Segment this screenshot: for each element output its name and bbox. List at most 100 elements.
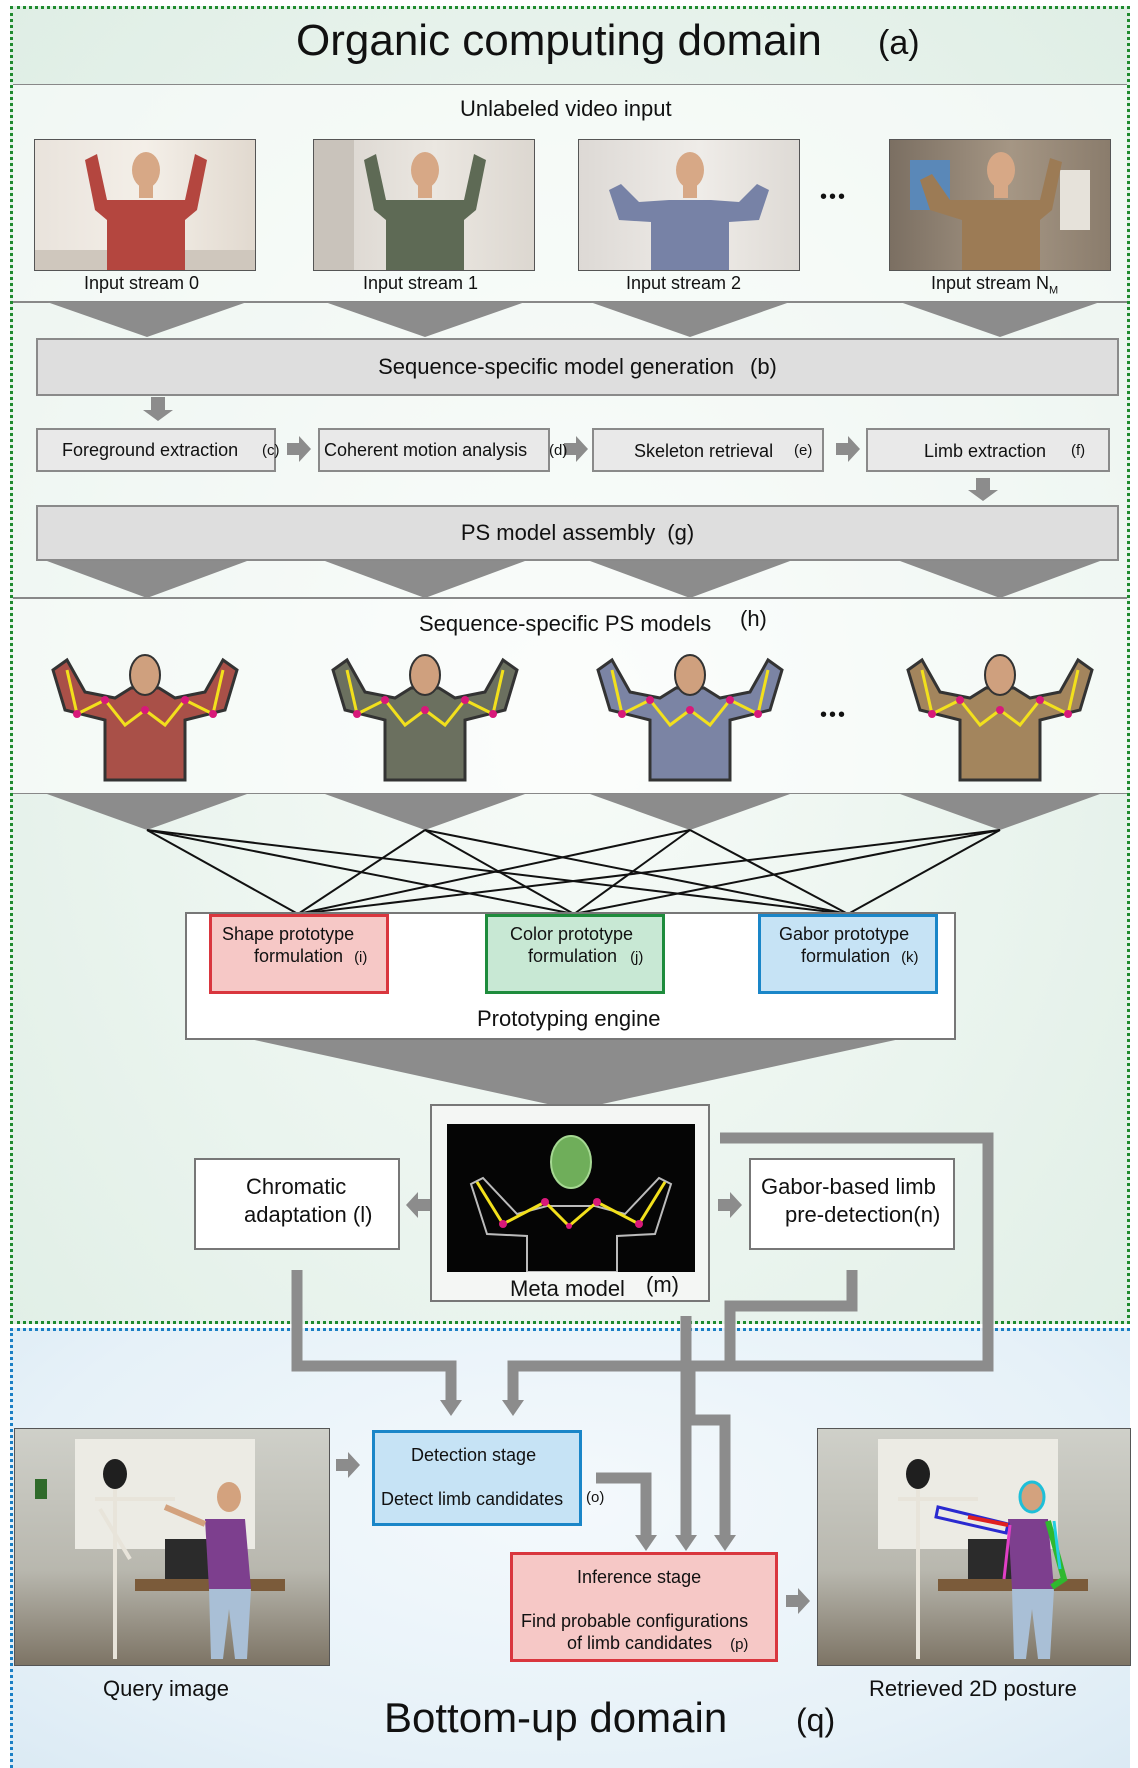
step-coherent-motion: Coherent motion analysis (d) <box>318 428 567 472</box>
gabor-prototype-line2: formulation <box>801 946 891 966</box>
video-input-heading: Unlabeled video input <box>460 96 672 121</box>
meta-model-box: Meta model (m) <box>430 1104 710 1302</box>
chromatic-line1: Chromatic <box>246 1174 347 1199</box>
step-foreground-label: Foreground extraction <box>62 440 239 460</box>
detection-stage-text: Detect limb candidates <box>381 1489 564 1509</box>
inference-stage-title: Inference stage <box>577 1567 702 1587</box>
organic-domain-title: Organic computing domain <box>296 16 822 65</box>
input-stream-1-label: Input stream 1 <box>363 273 479 293</box>
model-generation-box: Sequence-specific model generation (b) <box>36 338 1119 396</box>
shape-prototype-tag: (i) <box>354 949 368 966</box>
step-coherent-tag: (d) <box>549 442 568 459</box>
meta-model-label: Meta model <box>510 1276 625 1301</box>
organic-domain-tag: (a) <box>878 24 920 62</box>
arrowhead-detect-inf <box>635 1535 657 1551</box>
color-prototype-line2: formulation <box>528 946 618 966</box>
ps-model-figures <box>51 653 1094 782</box>
step-foreground-extraction: Foreground extraction (c) <box>36 428 280 472</box>
flow-triangle-assembly-0 <box>47 561 247 598</box>
arrowhead-meta-inf <box>675 1535 697 1551</box>
meta-model-tag: (m) <box>646 1272 679 1297</box>
input-stream-0-label: Input stream 0 <box>84 273 200 293</box>
gabor-prototype-line1: Gabor prototype <box>779 924 910 944</box>
input-stream-2-thumbnail <box>578 139 800 271</box>
arrow-right-e-f <box>836 436 860 462</box>
flow-triangle-ps-n <box>900 794 1100 830</box>
arrow-right-query <box>336 1452 360 1478</box>
arrowhead-chromatic <box>440 1400 462 1416</box>
flow-triangle-ps-1 <box>325 794 525 830</box>
ps-model-figure-n <box>906 653 1094 782</box>
ps-model-figure-2 <box>596 653 784 782</box>
prototyping-engine-box: Shape prototype formulation (i) Color pr… <box>185 912 956 1040</box>
input-stream-0-thumbnail <box>34 139 256 271</box>
detection-stage-box: Detection stage Detect limb candidates <box>372 1430 582 1526</box>
ps-model-assembly-box: PS model assembly (g) <box>36 505 1119 561</box>
inference-stage-line1: Find probable configurations <box>521 1611 749 1631</box>
arrowhead-gabor <box>502 1400 524 1416</box>
flow-triangle-ps-2 <box>590 794 790 830</box>
shape-prototype-line1: Shape prototype <box>222 924 355 944</box>
arrow-right-gabor <box>718 1192 742 1218</box>
input-stream-1-thumbnail <box>313 139 535 271</box>
ps-assembly-tag: (g) <box>667 520 695 545</box>
flow-triangle-assembly-n <box>900 561 1100 598</box>
flow-triangle-assembly-1 <box>325 561 525 598</box>
flow-triangle-stream-1 <box>325 302 525 337</box>
meta-model-image <box>447 1124 695 1273</box>
pipe-connectors <box>291 1132 994 1535</box>
input-stream-2-label: Input stream 2 <box>626 273 742 293</box>
arrow-right-d-e <box>564 436 588 462</box>
color-prototype-line1: Color prototype <box>510 924 634 944</box>
pipe-gabor-detection <box>507 1270 858 1400</box>
chromatic-adaptation-box: Chromatic adaptation (l) <box>194 1158 400 1250</box>
inference-stage-line2: of limb candidates(p) <box>567 1633 749 1653</box>
step-limb-tag: (f) <box>1071 442 1086 459</box>
shape-prototype-line2: formulation <box>254 946 344 966</box>
step-skeleton-tag: (e) <box>794 442 813 459</box>
flow-funnel-engine <box>250 1039 900 1110</box>
arrow-right-c-d <box>287 436 311 462</box>
gabor-limb-tag: (n) <box>913 1202 941 1227</box>
ps-model-figure-0 <box>51 653 239 782</box>
ps-assembly-label: PS model assembly <box>460 520 656 545</box>
model-prototype-links <box>146 829 1001 915</box>
query-image-label: Query image <box>103 1676 229 1701</box>
arrow-down-limb <box>968 478 998 501</box>
step-limb-label: Limb extraction <box>924 441 1047 461</box>
color-prototype-tag: (j) <box>630 949 644 966</box>
arrow-down-foreground <box>143 397 173 421</box>
arrow-right-result <box>786 1588 810 1614</box>
chromatic-line2: adaptation (l) <box>244 1202 373 1227</box>
pipe-chromatic-detection <box>291 1270 457 1400</box>
prototyping-engine-label: Prototyping engine <box>477 1006 661 1031</box>
step-limb-extraction: Limb extraction (f) <box>866 428 1110 472</box>
ps-models-tag: (h) <box>740 606 767 631</box>
arrowhead-meta-inf-2 <box>714 1535 736 1551</box>
detection-stage-tag: (o) <box>586 1489 605 1506</box>
ps-models-ellipsis: ••• <box>820 704 848 726</box>
inference-stage-box: Inference stage Find probable configurat… <box>510 1552 778 1662</box>
flow-triangle-stream-n <box>900 302 1100 337</box>
video-input-ellipsis: ••• <box>820 186 848 208</box>
step-skeleton-retrieval: Skeleton retrieval (e) <box>592 428 824 472</box>
shape-prototype-box: Shape prototype formulation (i) <box>209 914 389 994</box>
gabor-limb-line2: pre-detection(n) <box>785 1202 941 1227</box>
step-skeleton-label: Skeleton retrieval <box>634 441 774 461</box>
step-coherent-label: Coherent motion analysis <box>324 440 528 460</box>
input-stream-n-thumbnail <box>889 139 1111 271</box>
inference-stage-tag: (p) <box>730 1636 749 1653</box>
retrieved-posture-label: Retrieved 2D posture <box>869 1676 1077 1701</box>
model-generation-label: Sequence-specific model generation <box>378 354 734 379</box>
input-stream-n-label: Input stream NM <box>931 273 1059 297</box>
flow-triangle-ps-0 <box>47 794 247 830</box>
color-prototype-box: Color prototype formulation (j) <box>485 914 665 994</box>
bottomup-domain-tag: (q) <box>796 1702 836 1738</box>
query-image <box>14 1428 330 1666</box>
flow-triangle-stream-0 <box>47 302 247 337</box>
bottomup-domain-title: Bottom-up domain <box>384 1694 728 1741</box>
step-foreground-tag: (c) <box>262 442 280 459</box>
retrieved-posture-image <box>817 1428 1131 1666</box>
detection-stage-title: Detection stage <box>411 1445 537 1465</box>
gabor-prototype-box: Gabor prototype formulation (k) <box>758 914 938 994</box>
